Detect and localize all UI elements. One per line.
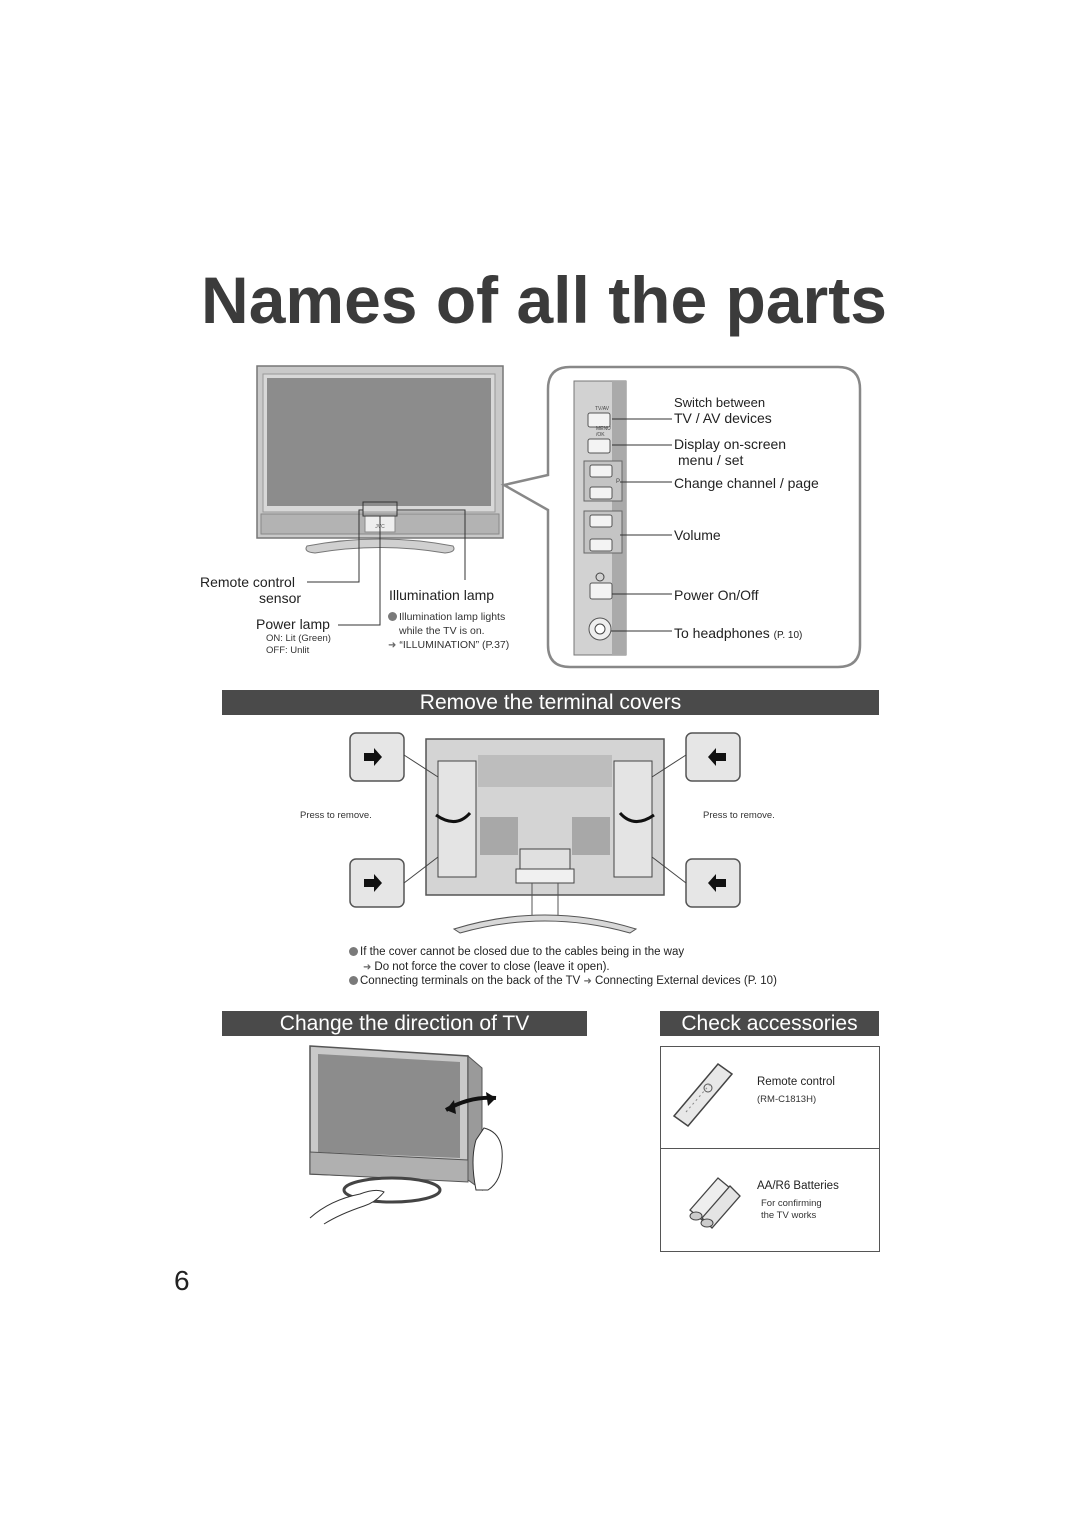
switch-label: Switch between bbox=[674, 395, 766, 410]
remote-model-label: (RM-C1813H) bbox=[757, 1094, 817, 1105]
power-lamp-label: Power lamp bbox=[256, 616, 330, 632]
section-terminal-covers: Remove the terminal covers bbox=[222, 690, 879, 715]
switch-label-2: TV / AV devices bbox=[674, 410, 772, 426]
power-lamp-off: OFF: Unlit bbox=[266, 645, 310, 656]
illumination-ref: ➜“ILLUMINATION” (P.37) bbox=[388, 639, 510, 651]
batteries-icon bbox=[689, 1177, 741, 1229]
arrow-right-icon: ➜ bbox=[388, 640, 397, 651]
terminal-cover-illustration bbox=[349, 732, 741, 934]
arrow-right-icon: ➜ bbox=[363, 962, 372, 973]
power-label: Power On/Off bbox=[674, 587, 759, 603]
remote-control-icon bbox=[672, 1062, 734, 1128]
tv-rotate-illustration bbox=[309, 1045, 503, 1225]
page-title: Names of all the parts bbox=[201, 263, 887, 337]
side-panel-callout bbox=[500, 365, 862, 669]
section-check-accessories: Check accessories bbox=[660, 1011, 879, 1036]
terminal-note-2: ➜Do not force the cover to close (leave … bbox=[363, 961, 610, 973]
batteries-note-2: the TV works bbox=[761, 1210, 817, 1221]
illumination-note-1: Illumination lamp lights bbox=[388, 611, 505, 623]
bullet-icon bbox=[349, 976, 358, 985]
bullet-icon bbox=[388, 612, 397, 621]
terminal-note-1: If the cover cannot be closed due to the… bbox=[349, 946, 684, 958]
illumination-note-2: while the TV is on. bbox=[399, 625, 485, 637]
press-to-remove-left: Press to remove. bbox=[300, 810, 372, 821]
channel-label: Change channel / page bbox=[674, 475, 819, 491]
bullet-icon bbox=[349, 947, 358, 956]
remote-control-label: Remote control bbox=[757, 1076, 835, 1088]
menu-ok-button: MENU /OK bbox=[596, 426, 611, 438]
p-label: P bbox=[616, 479, 621, 485]
remote-sensor-label-2: sensor bbox=[259, 590, 302, 606]
arrow-right-icon: ➜ bbox=[583, 976, 592, 987]
tv-front-illustration: JVC bbox=[256, 365, 504, 626]
illumination-lamp-label: Illumination lamp bbox=[389, 587, 495, 603]
page-number: 6 bbox=[174, 1265, 190, 1296]
volume-label: Volume bbox=[674, 527, 721, 543]
batteries-label: AA/R6 Batteries bbox=[757, 1180, 839, 1192]
headphones-label: To headphones (P. 10) bbox=[674, 625, 803, 641]
power-lamp-on: ON: Lit (Green) bbox=[266, 633, 331, 644]
display-label: Display on-screen bbox=[674, 436, 787, 452]
section-change-direction: Change the direction of TV bbox=[222, 1011, 587, 1036]
accessories-divider bbox=[661, 1148, 879, 1149]
remote-sensor-label: Remote control bbox=[200, 574, 295, 590]
tvav-button: TV/AV bbox=[595, 406, 610, 412]
display-label-2: menu / set bbox=[678, 452, 744, 468]
batteries-note-1: For confirming bbox=[761, 1198, 822, 1209]
press-to-remove-right: Press to remove. bbox=[703, 810, 775, 821]
terminal-note-3: Connecting terminals on the back of the … bbox=[349, 975, 777, 987]
